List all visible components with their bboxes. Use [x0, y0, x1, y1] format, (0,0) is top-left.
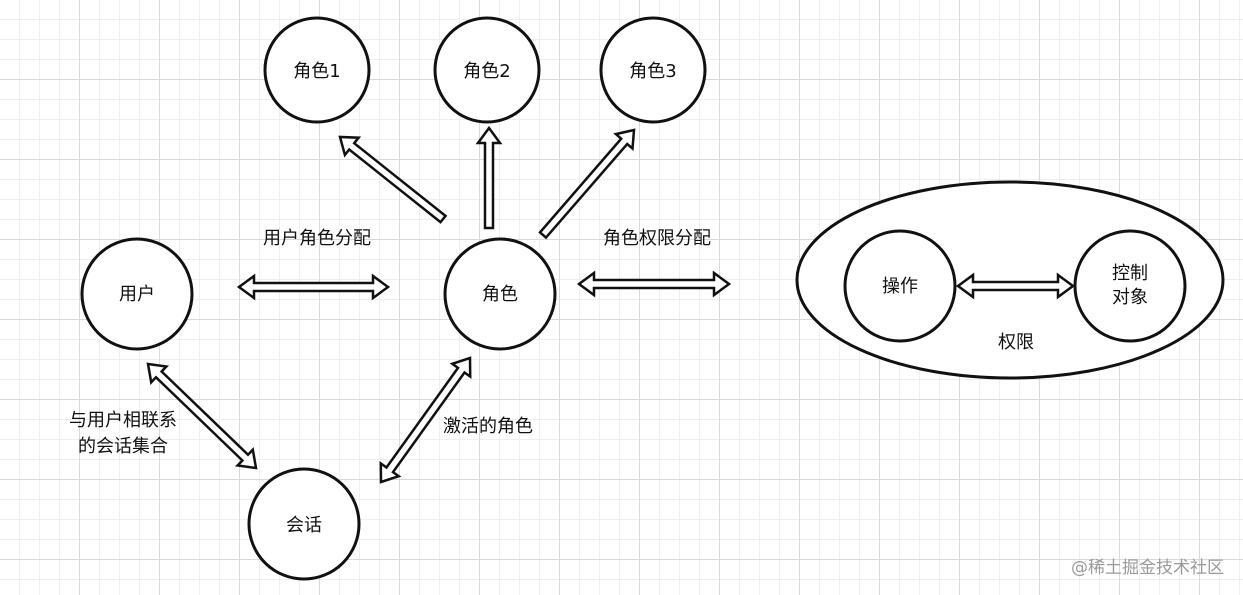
permission-label: 权限 [998, 332, 1034, 353]
node-control-object-label-line2: 对象 [1112, 287, 1148, 308]
arrow-operation-control-object [955, 272, 1076, 300]
edge-label-activated-role: 激活的角色 [443, 416, 533, 437]
node-role-3-label: 角色3 [629, 61, 676, 82]
node-user: 用户 [80, 237, 194, 351]
edge-label-user-role-assignment: 用户角色分配 [263, 228, 371, 249]
arrow-role-to-role-2 [475, 125, 503, 230]
node-operation-label: 操作 [882, 276, 918, 297]
arrow-role-permission-assignment [576, 270, 732, 298]
arrow-role-to-role-3 [538, 128, 636, 240]
arrow-session-activated-role [379, 356, 472, 484]
arrow-role-to-role-1 [338, 135, 448, 224]
node-control-object-label-line1: 控制 [1112, 263, 1148, 284]
node-session: 会话 [247, 467, 361, 581]
node-role-label: 角色 [482, 284, 518, 305]
edge-label-role-permission-assignment: 角色权限分配 [603, 228, 711, 249]
permission-group: 操作 控制 对象 权限 [795, 180, 1225, 380]
node-role: 角色 [443, 237, 557, 351]
edge-label-user-session-line1: 与用户相联系 [69, 410, 177, 431]
arrow-user-role-assignment [236, 273, 391, 301]
node-role-2-label: 角色2 [463, 61, 510, 82]
node-role-1: 角色1 [263, 16, 371, 124]
node-role-2: 角色2 [433, 16, 541, 124]
edge-label-user-session-line2: 的会话集合 [78, 436, 168, 457]
arrows-layer [146, 125, 1076, 484]
watermark: @稀土掘金技术社区 [1071, 558, 1224, 578]
node-role-3: 角色3 [599, 16, 707, 124]
node-session-label: 会话 [286, 515, 322, 536]
node-role-1-label: 角色1 [293, 61, 340, 82]
arrow-user-session [146, 362, 258, 470]
node-user-label: 用户 [119, 284, 155, 305]
